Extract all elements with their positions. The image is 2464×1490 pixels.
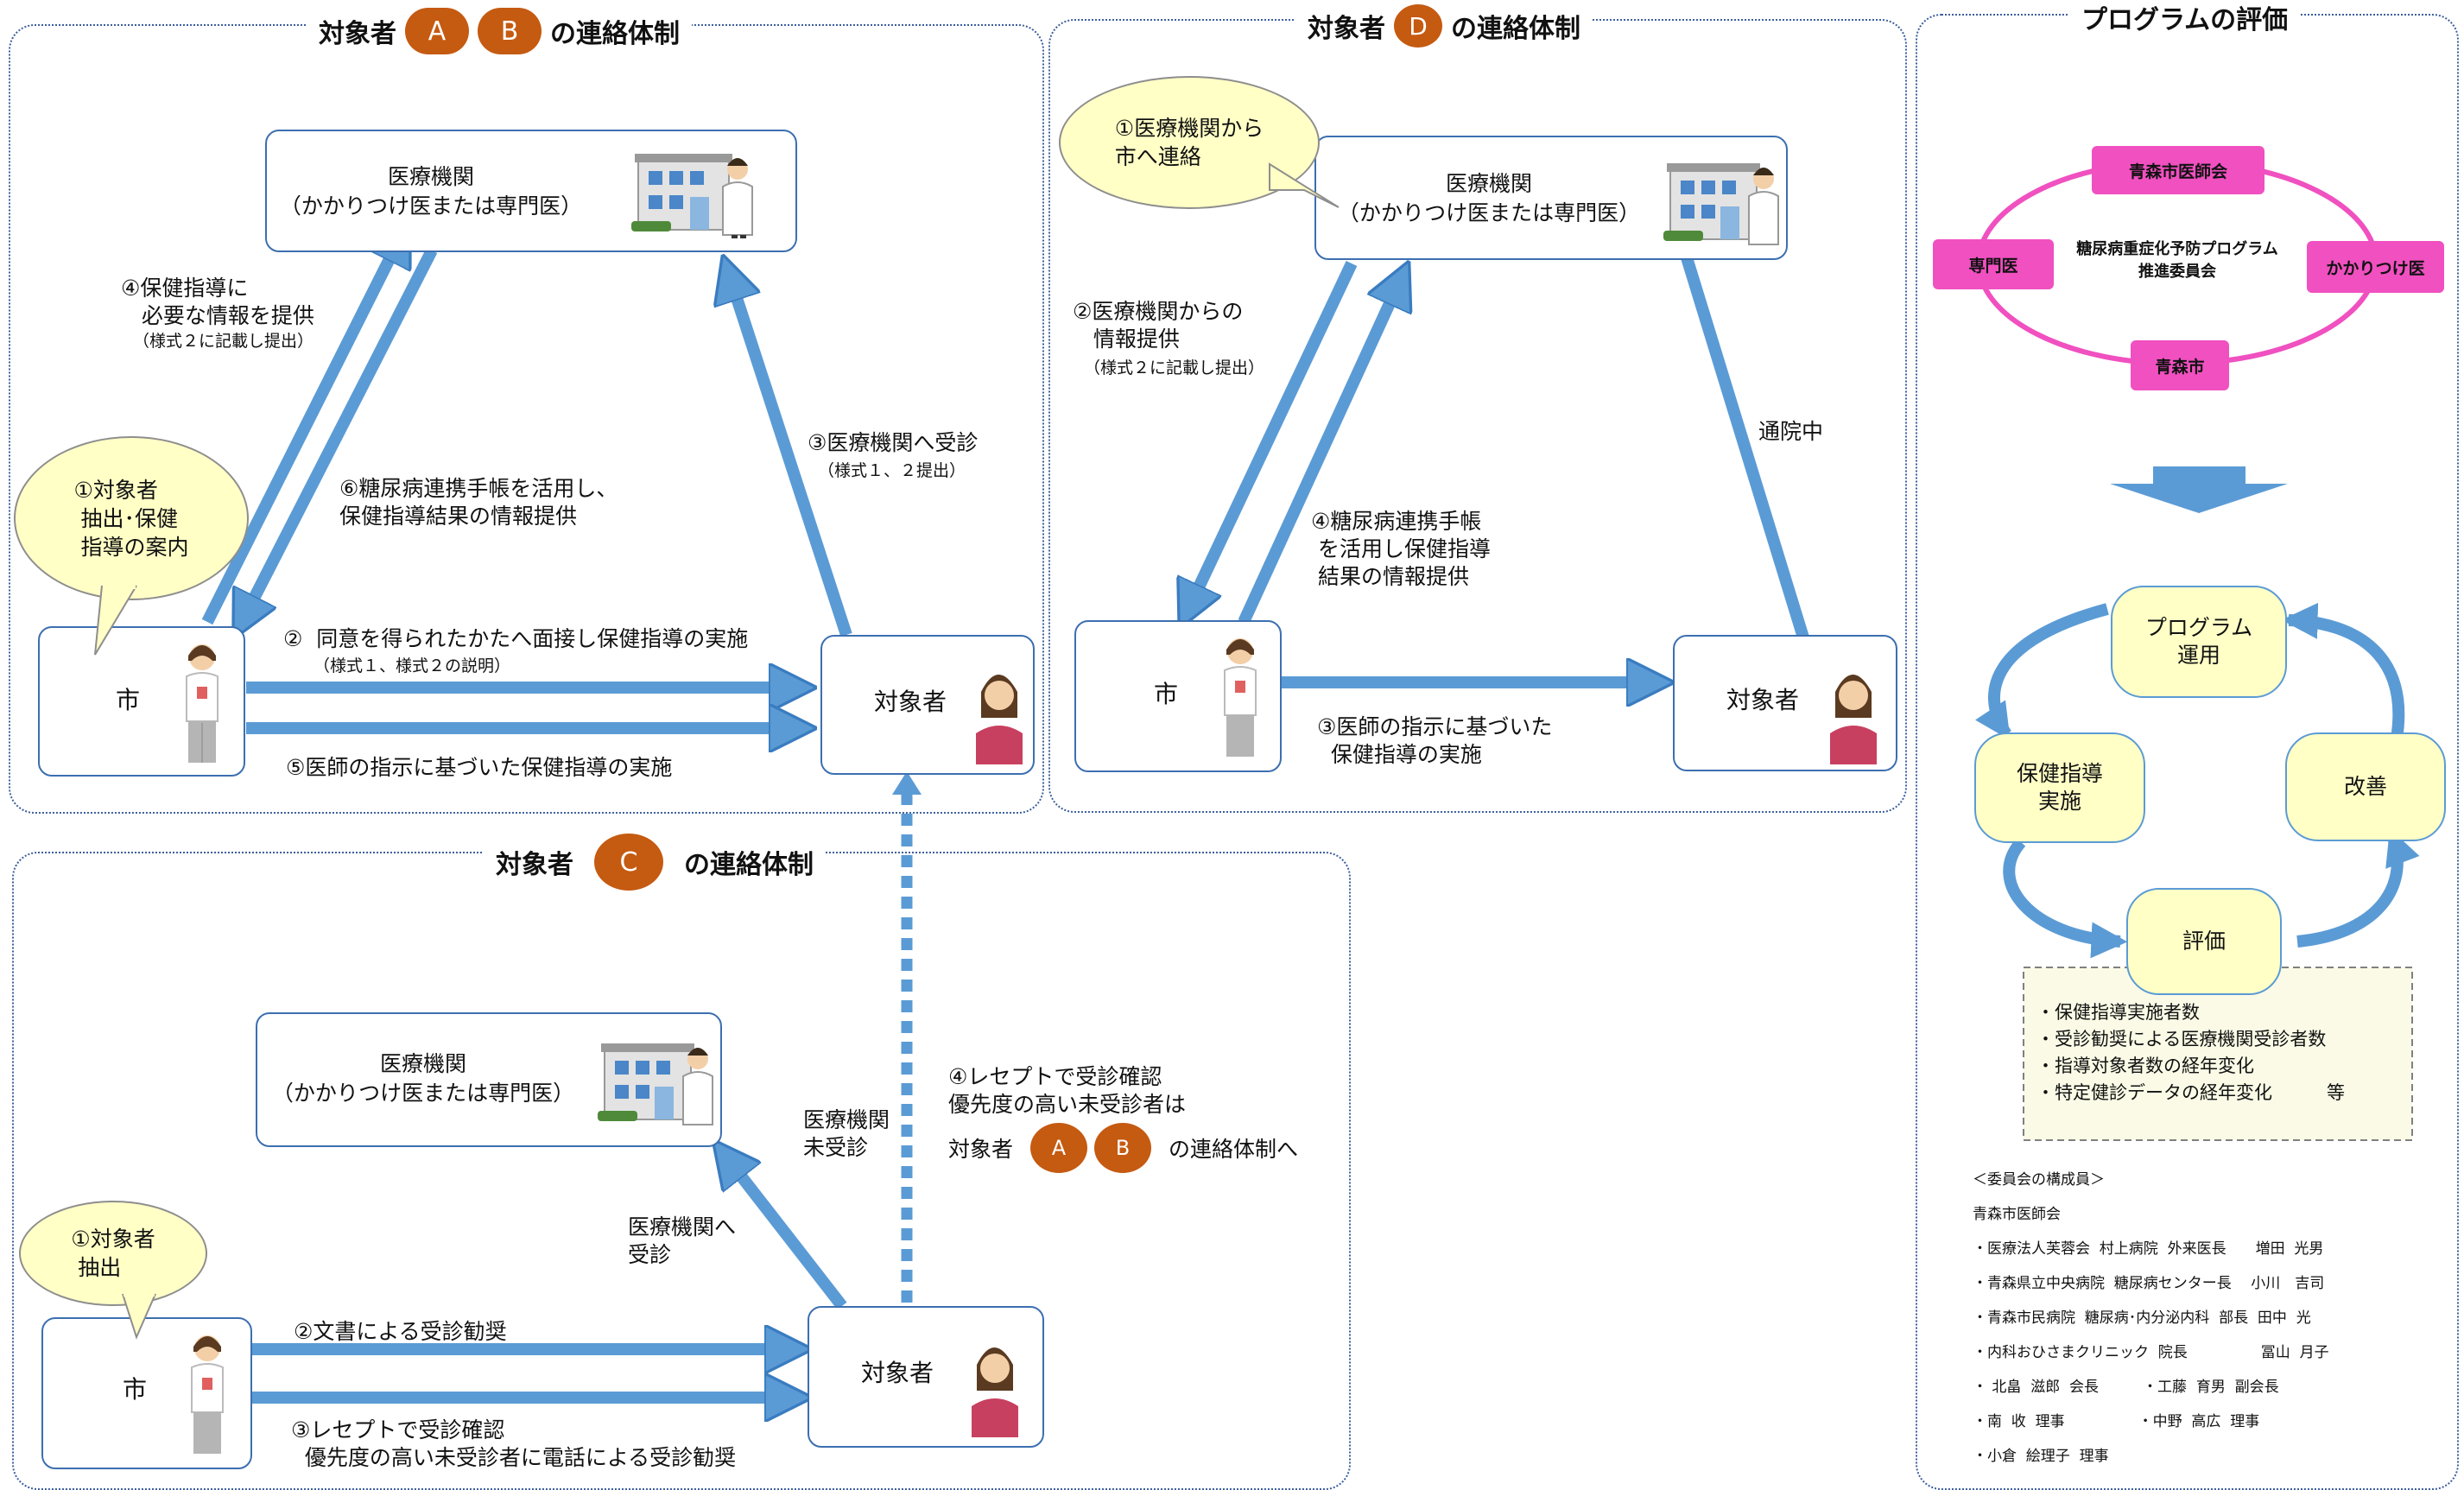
hospital-doctor-icon [631,154,753,238]
ab-arrow-3 [725,263,852,637]
d-step2-note: （様式２に記載し提出） [1084,358,1265,377]
ab-city-box: 市 [38,626,245,777]
ab-medical-box: 医療機関 （かかりつけ医または専門医） [265,130,797,252]
cycle-eval: 評価 [2126,888,2282,995]
ab-subject-box: 対象者 [820,635,1035,775]
hospital-doctor-icon [1663,163,1779,245]
medical-name: 医療機関 [379,1051,466,1076]
ab-step2-title: ② 同意を得られたかたへ面接し保健指導の実施 [283,626,749,651]
subject-label: 対象者 [861,1359,934,1387]
staff-woman-icon [1224,638,1257,757]
cycle-implement: 保健指導 実施 [1974,732,2145,843]
d-arrow-2 [1183,261,1358,620]
circle-b: B [1094,1123,1152,1173]
c-balloon-tail [122,1289,156,1340]
members-line: ・小倉 絵理子 理事 [1973,1448,2109,1465]
ab-title: 対象者 A B の連絡体制 [307,8,692,54]
metrics-text: ・保健指導実施者数 ・受診勧奨による医療機関受診者数 ・指導対象者数の経年変化 … [2036,1002,2345,1103]
city-label: 市 [123,1375,148,1404]
members-line: ・医療法人芙蓉会 村上病院 外来医長 増田 光男 [1973,1240,2324,1258]
members-line: ・南 收 理事 ・中野 高広 理事 [1973,1413,2260,1430]
staff-woman-icon [191,1335,224,1454]
committee-top: 青森市医師会 [2092,146,2264,194]
committee-center: 糖尿病重症化予防プログラム 推進委員会 [2076,240,2278,281]
committee-bottom: 青森市 [2131,340,2229,390]
c-step3: ③レセプトで受診確認 優先度の高い未受診者に電話による受診勧奨 [291,1417,737,1470]
d-subject-box: 対象者 [1673,635,1897,771]
subject-woman-icon [1830,675,1877,764]
ab-step4-note: （様式２に記載し提出） [133,332,314,351]
metrics-box [2023,967,2413,1141]
c-step4-route: 対象者 A B の連絡体制へ [948,1123,1298,1173]
d-step2-title: ②医療機関からの 情報提供 [1073,299,1244,352]
medical-name: 医療機関 [387,164,474,189]
members-line: ・青森県立中央病院 糖尿病センター長 小川 吉司 [1973,1275,2325,1292]
c-medical-box: 医療機関 （かかりつけ医または専門医） [256,1012,722,1147]
members-line: ・内科おひさまクリニック 院長 冨山 月子 [1973,1344,2329,1361]
ab-arrow-4 [201,226,406,625]
medical-name: 医療機関 [1445,171,1532,196]
ab-step2-note: （様式１、様式２の説明） [314,656,511,675]
c-city-box: 市 [41,1317,252,1469]
d-title: 対象者 D の連絡体制 [1295,4,1593,48]
subject-woman-icon [976,675,1023,764]
staff-woman-icon [186,644,219,763]
circle-a: A [1030,1123,1088,1173]
city-label: 市 [1154,680,1179,708]
medical-sub: （かかりつけ医または専門医） [279,193,583,219]
circle-d: D [1394,4,1442,48]
d-balloon-tail [1269,162,1340,208]
members-line: ・ 北畠 滋郎 会長 ・工藤 育男 副会長 [1973,1379,2279,1396]
committee-left: 専門医 [1933,239,2054,289]
hospital-doctor-icon [598,1043,713,1125]
circle-b: B [478,8,542,54]
c-title: 対象者 C の連絡体制 [484,834,826,891]
cycle-run: プログラム 運用 [2111,586,2287,698]
subject-woman-icon [972,1347,1018,1437]
d-arrow-4 [1238,269,1405,625]
members-line: 青森市医師会 [1973,1206,2061,1223]
circle-c: C [594,834,663,891]
c-subject-box: 対象者 [808,1306,1044,1448]
ab-arrow-6 [238,247,438,631]
ab-step4-title: ④保健指導に 必要な情報を提供 [121,276,314,328]
subject-label: 対象者 [1726,686,1800,714]
d-city-box: 市 [1074,620,1282,772]
members-list: ＜委員会の構成員＞ 青森市医師会 ・医療法人芙蓉会 村上病院 外来医長 増田 光… [1973,1170,2329,1481]
eval-title: プログラムの評価 [2069,0,2301,35]
medical-sub: （かかりつけ医または専門医） [271,1081,575,1106]
d-step3: ③医師の指示に基づいた 保健指導の実施 [1317,714,1553,767]
city-label: 市 [116,686,141,714]
ab-step3-title: ③医療機関へ受診 [808,430,979,455]
circle-a: A [405,8,469,54]
d-step4: ④糖尿病連携手帳 を活用し保健指導 結果の情報提供 [1311,509,1491,589]
c-step2: ②文書による受診勧奨 [294,1319,507,1344]
ab-step3-note: （様式１、２提出） [818,461,966,480]
ab-balloon-tail [94,580,137,656]
committee-right: かかりつけ医 [2307,241,2444,293]
ab-step5: ⑤医師の指示に基づいた保健指導の実施 [286,755,673,780]
c-arrow-visit [719,1147,847,1310]
d-medical-box: 医療機関 （かかりつけ医または専門医） [1314,136,1788,260]
down-arrow [2110,466,2288,513]
cycle-improve: 改善 [2285,732,2446,841]
c-step4: ④レセプトで受診確認 優先度の高い未受診者は [948,1064,1187,1117]
ab-balloon: ①対象者 抽出･保健 指導の案内 [14,436,249,600]
d-visiting-line [1680,252,1809,640]
medical-sub: （かかりつけ医または専門医） [1337,200,1641,225]
d-visiting: 通院中 [1758,419,1824,444]
c-not-visited: 医療機関 未受診 [803,1107,890,1160]
subject-label: 対象者 [874,688,947,716]
c-balloon: ①対象者 抽出 [19,1201,207,1306]
members-line: ＜委員会の構成員＞ [1973,1171,2105,1189]
ab-step6: ⑥糖尿病連携手帳を活用し、 保健指導結果の情報提供 [339,476,618,529]
members-line: ・青森市民病院 糖尿病･内分泌内科 部長 田中 光 [1973,1309,2311,1327]
c-visit: 医療機関へ 受診 [628,1214,737,1267]
